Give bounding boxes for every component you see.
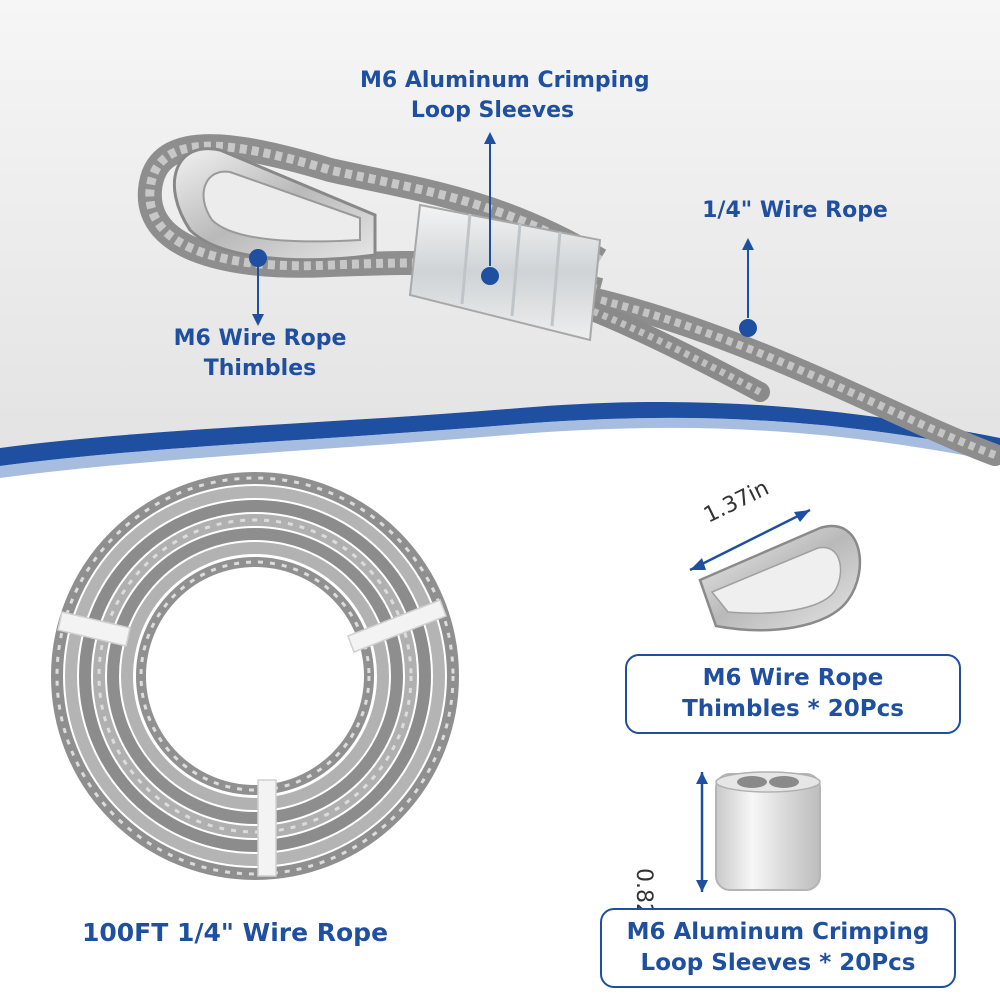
sleeve-product-photo [696,771,821,892]
thimble-box-line-2: Thimbles * 20Pcs [682,696,904,722]
blue-wave-band [0,401,1000,466]
cable-tie-bottom [257,779,277,877]
rope-loop-photo [137,134,1000,466]
label-wire-rope: 1/4" Wire Rope [702,198,888,223]
sleeve-quantity-box: M6 Aluminum Crimping Loop Sleeves * 20Pc… [600,908,956,988]
coil-caption: 100FT 1/4" Wire Rope [81,918,389,947]
thimble-quantity-box: M6 Wire Rope Thimbles * 20Pcs [625,654,961,734]
thimble-product-photo [689,508,862,632]
sleeve-box-line-2: Loop Sleeves * 20Pcs [640,950,916,976]
sleeve-box-line-1: M6 Aluminum Crimping [626,918,930,945]
label-crimping-sleeves-line-2: Loop Sleeves [410,97,575,123]
cable-tie-left [57,611,131,647]
label-crimping-sleeves-line-1: M6 Aluminum Crimping [360,68,650,93]
label-pointers [249,132,757,337]
cable-tie-right [347,599,447,653]
label-thimbles-line-1: M6 Wire Rope [173,326,347,351]
label-thimbles-line-2: Thimbles [203,355,317,381]
thimble-box-line-1: M6 Wire Rope [702,664,884,691]
label-crimping-sleeves: M6 Aluminum Crimping Loop Sleeves [360,66,650,125]
label-thimbles: M6 Wire Rope Thimbles [170,324,350,383]
blue-wave-shadow [0,417,1000,478]
rope-coil-photo [51,472,459,880]
